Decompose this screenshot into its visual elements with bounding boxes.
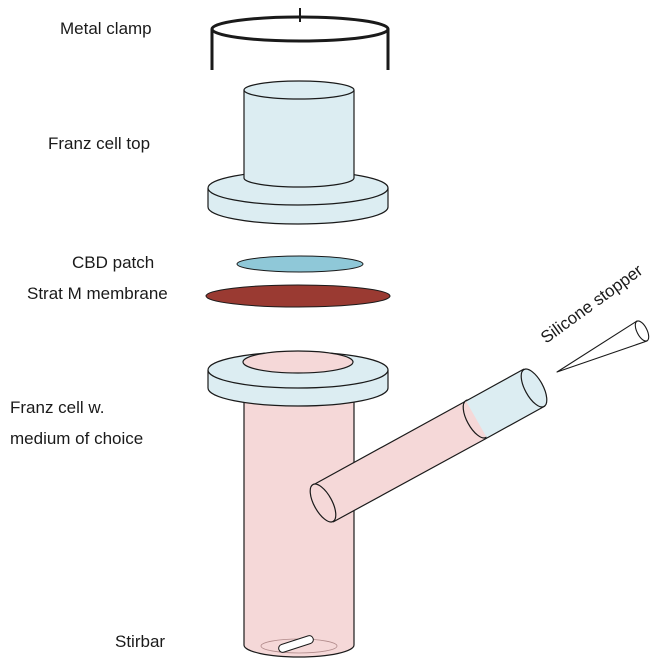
metal-clamp (210, 8, 390, 70)
label-franz-cell-top: Franz cell top (48, 134, 150, 153)
sampling-arm-opening (520, 368, 548, 408)
top-cylinder-body (243, 90, 355, 188)
sampling-arm (313, 401, 487, 522)
label-metal-clamp: Metal clamp (60, 19, 152, 38)
label-stirbar: Stirbar (115, 632, 165, 651)
stirbar (278, 635, 314, 653)
receptor-tube (243, 397, 355, 658)
sampling-arm-end (309, 483, 337, 523)
franz-cell-top (207, 80, 389, 225)
top-cylinder-rim (243, 80, 355, 100)
cbd-patch (236, 255, 364, 273)
strat-m-membrane (205, 284, 391, 308)
silicone-stopper (556, 320, 650, 373)
franz-cell-body (207, 350, 548, 658)
label-strat-m-membrane: Strat M membrane (27, 284, 168, 303)
label-franz-cell-line1: Franz cell w. (10, 398, 104, 417)
receptor-opening (242, 350, 354, 374)
label-cbd-patch: CBD patch (72, 253, 154, 272)
label-franz-cell-line2: medium of choice (10, 429, 143, 448)
